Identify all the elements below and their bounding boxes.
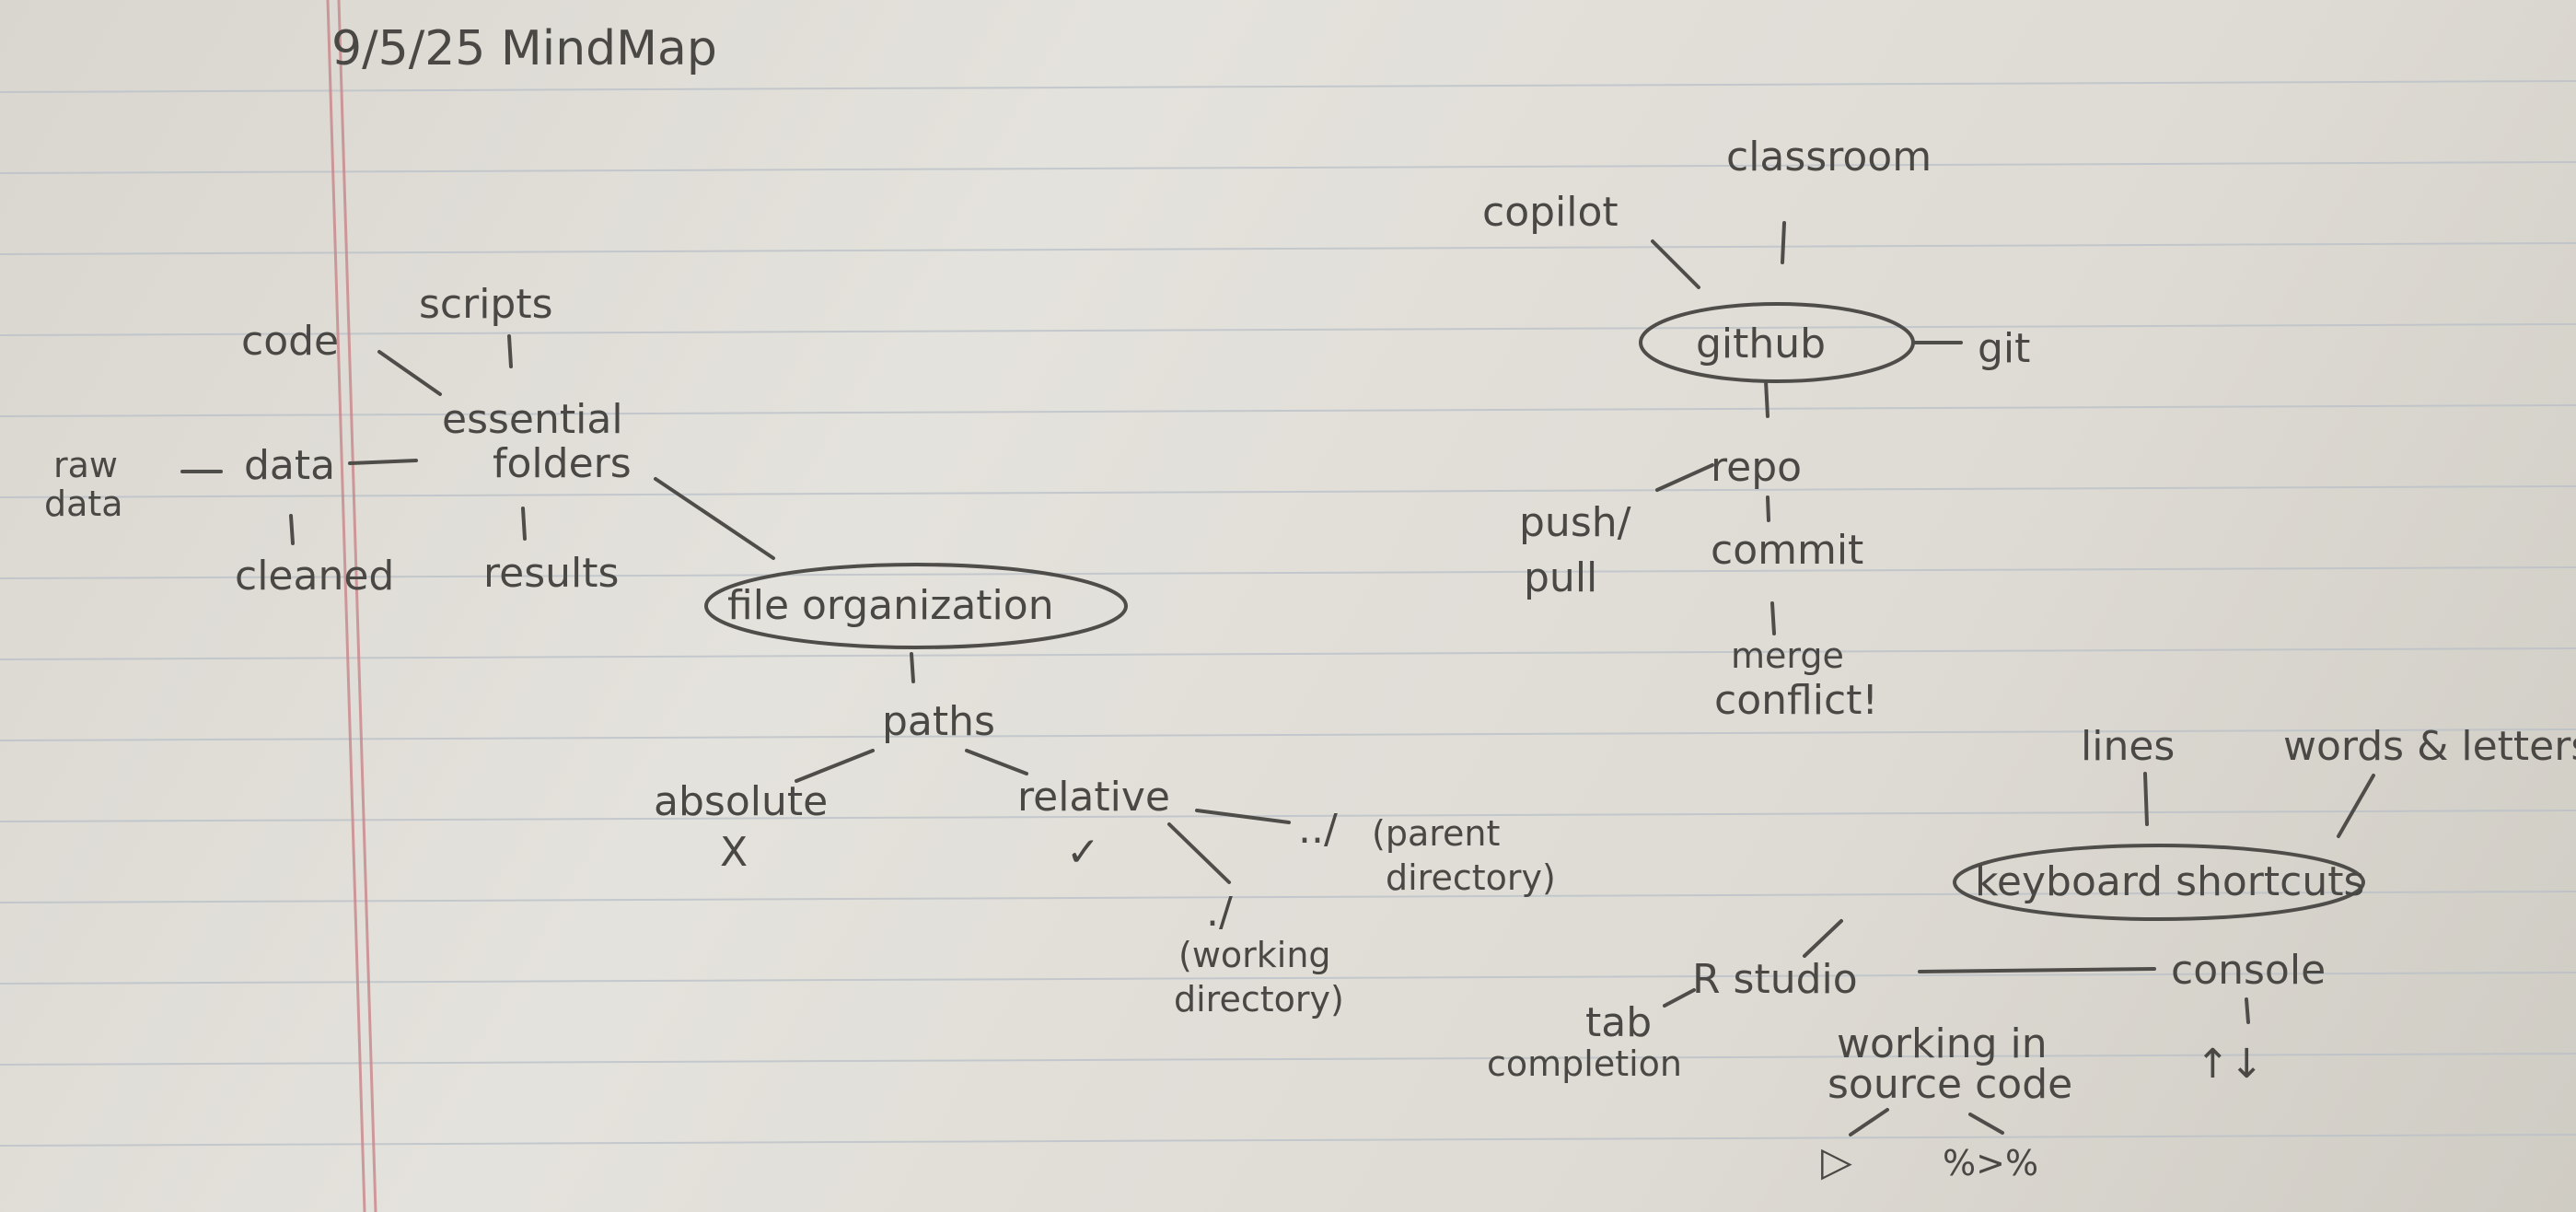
relative-check-mark: ✓ [1066, 829, 1100, 876]
node-push-pull-line1: push/ [1519, 499, 1631, 546]
node-keyboard-shortcuts: keyboard shortcuts [1975, 858, 2364, 905]
node-paths: paths [882, 698, 995, 745]
node-working-directory-line2: directory) [1174, 979, 1344, 1020]
edge-github-repo [1764, 379, 1770, 418]
node-essential-folders-line2: folders [493, 440, 632, 487]
edge-keyboard-rstudio [1803, 919, 1843, 958]
node-working-source-line1: working in [1837, 1020, 2048, 1067]
margin-line [326, 0, 377, 1212]
node-raw-data-line2: data [44, 484, 123, 524]
node-relative: relative [1017, 774, 1170, 821]
node-commit: commit [1711, 527, 1863, 574]
edge-code-essential [377, 350, 442, 396]
node-tab-completion-line1: tab [1585, 999, 1652, 1046]
edge-relative-working [1167, 822, 1231, 884]
edge-lines-keyboard [2143, 772, 2149, 826]
node-parent-directory-line2: directory) [1386, 857, 1556, 898]
edge-relative-parent [1195, 809, 1291, 824]
absolute-x-mark: X [720, 829, 748, 876]
run-triangle-symbol: ▷ [1821, 1138, 1852, 1185]
edge-words-keyboard [2337, 774, 2375, 838]
node-working-source-line2: source code [1828, 1061, 2072, 1108]
edge-scripts-essential [507, 334, 513, 368]
edge-commit-merge [1770, 601, 1776, 635]
edge-copilot-github [1651, 239, 1700, 289]
node-data: data [244, 442, 335, 489]
page-title: 9/5/25 MindMap [331, 21, 717, 76]
node-parent-prefix: ../ [1298, 806, 1338, 853]
edge-repo-pushpull [1655, 463, 1714, 492]
node-merge-conflict-line1: merge [1731, 635, 1844, 676]
edge-essential-results [521, 507, 527, 541]
edge-source-run [1849, 1108, 1889, 1136]
node-file-organization: file organization [727, 582, 1054, 629]
node-repo: repo [1711, 444, 1802, 491]
node-absolute: absolute [654, 778, 828, 825]
edge-rstudio-console [1918, 967, 2156, 973]
edge-data-cleaned [289, 514, 295, 545]
edge-rstudio-tabcompletion [1663, 988, 1696, 1008]
node-copilot: copilot [1482, 189, 1619, 236]
node-working-prefix: ./ [1206, 889, 1233, 936]
node-raw-data-line1: raw [53, 445, 118, 485]
node-tab-completion-line2: completion [1487, 1043, 1682, 1084]
node-merge-conflict-line2: conflict! [1714, 677, 1878, 724]
edge-paths-absolute [795, 749, 875, 783]
edge-source-pipe [1968, 1113, 2004, 1135]
node-rstudio: R studio [1692, 956, 1858, 1003]
node-scripts: scripts [419, 281, 553, 328]
ruled-lines [0, 80, 2576, 1147]
node-essential-folders-line1: essential [442, 396, 623, 443]
node-github: github [1696, 320, 1826, 367]
edge-repo-commit [1766, 495, 1770, 522]
pipe-symbol: %>% [1943, 1143, 2038, 1183]
node-words-letters: words & letters [2283, 723, 2576, 770]
node-console: console [2171, 947, 2326, 994]
node-cleaned: cleaned [235, 553, 394, 600]
node-classroom: classroom [1726, 134, 1932, 181]
edge-classroom-github [1781, 221, 1786, 264]
node-parent-directory-line1: (parent [1372, 813, 1500, 854]
node-results: results [483, 550, 619, 597]
edge-data-essential [348, 459, 418, 465]
keyboard-shortcuts-bubble [1953, 844, 2365, 921]
edge-console-arrows [2245, 997, 2250, 1024]
edge-essential-fileorg [654, 477, 775, 560]
node-code: code [241, 318, 339, 365]
edge-paths-relative [965, 749, 1028, 775]
node-working-directory-line1: (working [1178, 935, 1331, 975]
node-push-pull-line2: pull [1524, 554, 1597, 601]
node-lines: lines [2081, 723, 2175, 770]
node-git: git [1978, 325, 2030, 372]
console-arrows: ↑↓ [2196, 1041, 2264, 1088]
edge-fileorg-paths [910, 652, 915, 683]
file-organization-bubble [704, 563, 1128, 649]
